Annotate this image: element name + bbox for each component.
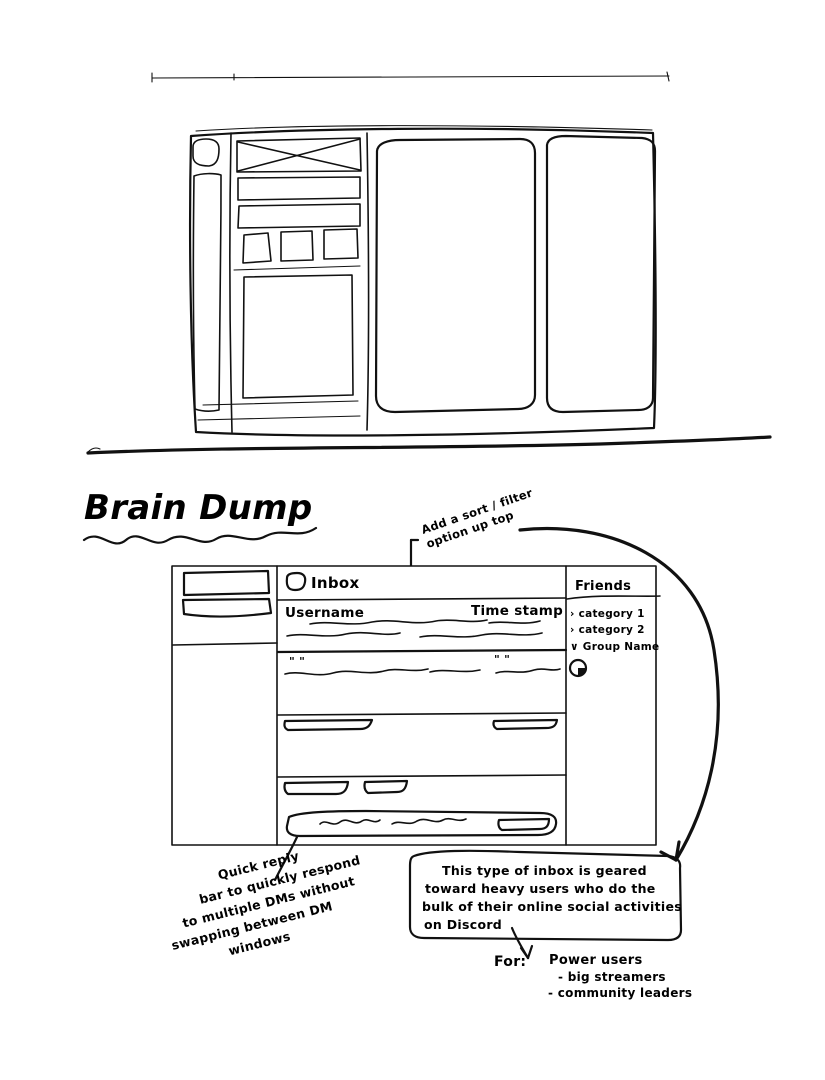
image-placeholder [236, 137, 362, 173]
callout-line3: bulk of their online social activities [422, 899, 682, 914]
secondary-panel [545, 134, 657, 414]
quick-reply-bar[interactable] [285, 809, 558, 838]
callout-line4: on Discord [424, 917, 502, 932]
inbox-header: Inbox [277, 571, 567, 601]
row2-timestamp-ditto: " " [494, 653, 510, 666]
server-rail-icon [192, 138, 220, 167]
inbox-callout: This type of inbox is geared toward heav… [408, 849, 683, 960]
friends-panel: Friends › category 1 › category 2 ∨ Grou… [566, 579, 661, 678]
inbox-icon [285, 571, 307, 592]
left-sidebar[interactable] [172, 569, 278, 646]
column-timestamp: Time stamp [471, 603, 563, 619]
audience-primary: Power users [549, 953, 642, 968]
message-row-4[interactable] [283, 779, 409, 796]
top-wireframe [188, 125, 657, 437]
audience-list: For: Power users - big streamers - commu… [494, 953, 692, 1000]
column-username: Username [285, 605, 364, 621]
page-title-text: Brain Dump [84, 488, 313, 528]
message-row-3[interactable] [277, 718, 567, 778]
send-button[interactable] [497, 817, 551, 832]
friends-title: Friends [575, 579, 631, 594]
inbox-column-headers: Username Time stamp [285, 603, 563, 621]
callout-line1: This type of inbox is geared [442, 863, 647, 878]
friends-group-2[interactable]: › category 2 [570, 624, 645, 636]
top-ruler-line [151, 71, 670, 83]
message-row-1[interactable] [276, 619, 568, 654]
row2-username-ditto: " " [289, 655, 305, 668]
audience-item-1: - big streamers [558, 970, 666, 984]
audience-label: For: [494, 954, 526, 970]
friends-group-3[interactable]: ∨ Group Name [570, 641, 659, 653]
callout-line2: toward heavy users who do the [425, 881, 656, 896]
friend-avatar[interactable] [568, 658, 588, 678]
audience-item-2: - community leaders [548, 986, 692, 1000]
sidebar-block-2[interactable] [181, 597, 273, 618]
quick-reply-annotation: Quick reply bar to quickly respond to mu… [170, 835, 362, 958]
inbox-wireframe: Inbox Username Time stamp " " " " [171, 565, 661, 846]
sidebar-block-1[interactable] [182, 569, 271, 597]
main-panel [374, 137, 537, 414]
inbox-title: Inbox [311, 574, 360, 592]
section-divider [86, 435, 772, 455]
page-title: Brain Dump [82, 488, 318, 545]
message-row-2[interactable]: " " " " [277, 653, 567, 716]
friends-group-1[interactable]: › category 1 [570, 608, 645, 620]
